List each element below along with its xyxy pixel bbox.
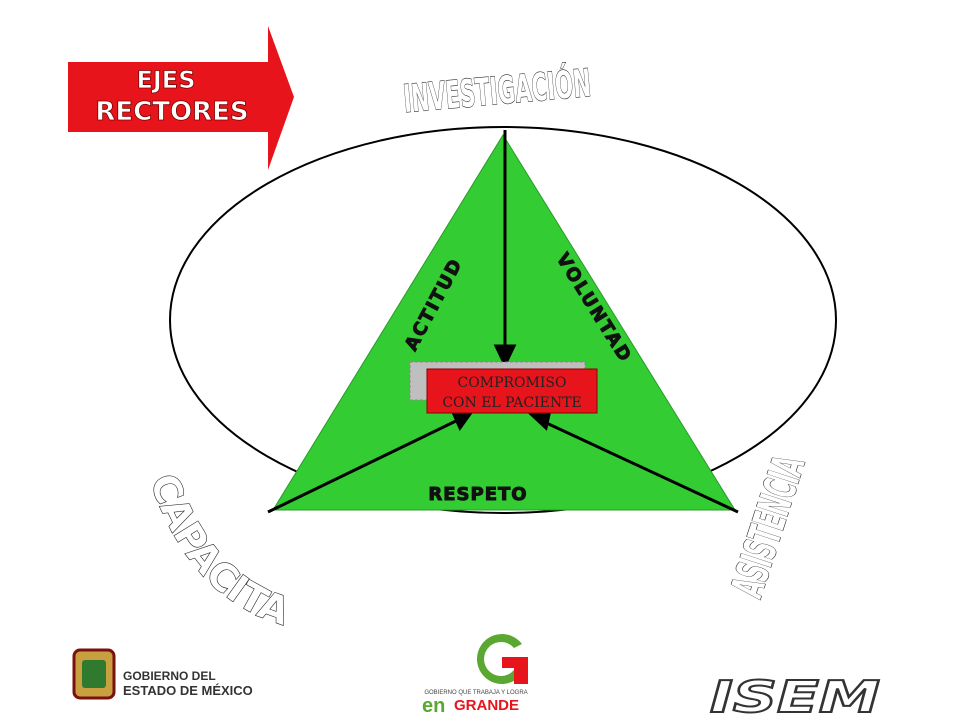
arrow-from-right <box>539 418 739 514</box>
arrow-from-top-head <box>493 344 517 369</box>
gov-line2: ESTADO DE MÉXICO <box>123 683 253 698</box>
engrande-g-icon <box>476 634 522 685</box>
gov-logo: GOBIERNO DEL ESTADO DE MÉXICO <box>72 648 253 700</box>
arrows <box>267 130 739 514</box>
axis-asistencia: ASISTENCIA <box>722 450 815 604</box>
outer-ellipse <box>169 126 837 514</box>
isem-text: ISEM <box>710 672 880 720</box>
isem-logo: ISEM <box>709 671 881 720</box>
arrow-from-left <box>267 418 459 514</box>
engrande-grande: GRANDE <box>454 697 519 714</box>
gov-line1: GOBIERNO DEL <box>123 669 216 683</box>
axis-investigacion: INVESTIGACIÓN <box>402 61 593 121</box>
banner-line1: EJES <box>136 66 195 94</box>
gov-shield-inner-icon <box>82 660 106 688</box>
engrande-g-accent-icon <box>502 657 528 684</box>
center-box-line1: COMPROMISO <box>458 375 567 391</box>
engrande-tagline: GOBIERNO QUE TRABAJA Y LOGRA <box>424 690 527 696</box>
engrande-en: en <box>422 695 445 717</box>
label-respeto: RESPETO <box>428 484 527 505</box>
banner-line2: RECTORES <box>95 97 248 127</box>
engrande-logo: GOBIERNO QUE TRABAJA Y LOGRA en GRANDE <box>422 634 528 717</box>
center-box <box>426 368 598 414</box>
center-box-line2: CON EL PACIENTE <box>442 395 581 411</box>
banner-arrow <box>68 26 294 170</box>
